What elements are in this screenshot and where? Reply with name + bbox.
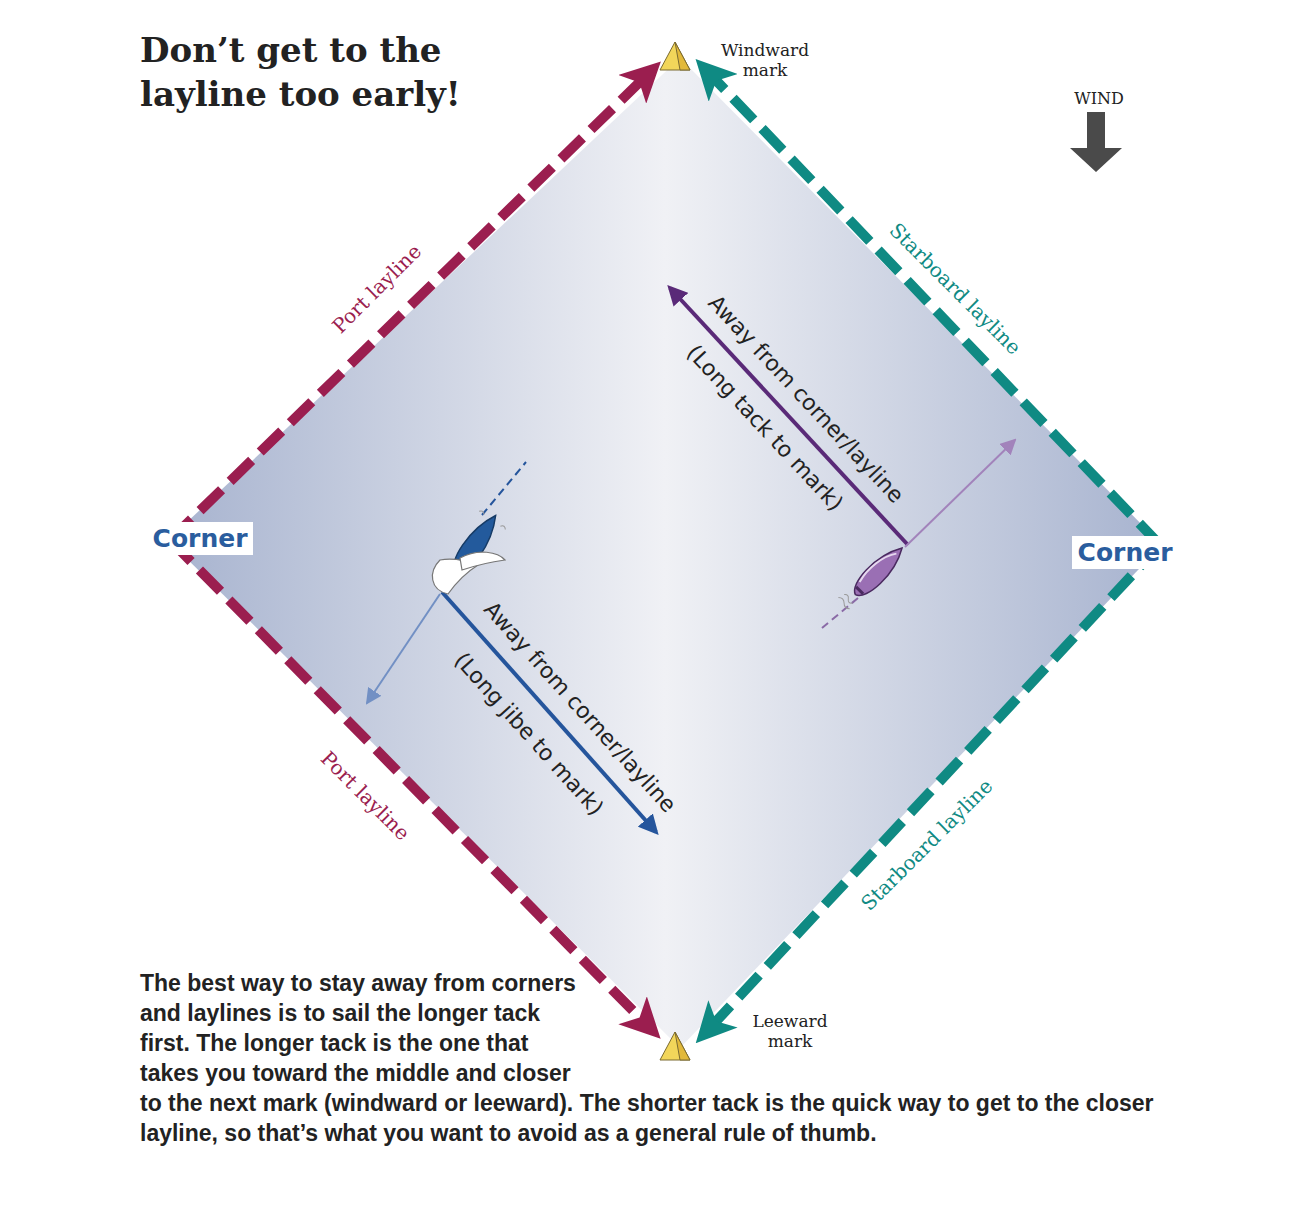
title: Don’t get to the layline too early! — [140, 28, 500, 116]
mark-label: Leeward mark — [735, 1012, 845, 1051]
corner-box: Corner — [1072, 536, 1179, 569]
wind-label: WIND — [1074, 90, 1124, 108]
corner-label: Corner — [1078, 538, 1173, 567]
corner-box: Corner — [147, 522, 254, 555]
corner-label: Corner — [153, 524, 248, 553]
mark-label: Windward mark — [710, 41, 820, 80]
caption: The best way to stay away from corners a… — [140, 968, 1170, 1148]
